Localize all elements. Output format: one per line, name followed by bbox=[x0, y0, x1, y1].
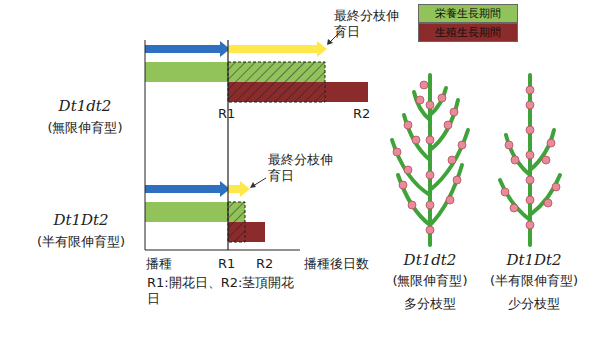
label: 播種 bbox=[146, 256, 186, 272]
legend-swatch: 栄養生長期間 bbox=[418, 4, 518, 23]
label: 最終分枝伸育日 bbox=[268, 152, 338, 184]
label: R1 bbox=[218, 256, 242, 272]
label: 多分枝型 bbox=[378, 296, 482, 312]
label: R1:開花日、R2:茎頂開花日 bbox=[147, 275, 297, 307]
label: Dt1Dt2 bbox=[478, 252, 590, 268]
label: (半有限伸育型) bbox=[478, 273, 590, 289]
legend-swatch: 生殖生長期間 bbox=[418, 23, 518, 42]
label: Dt1Dt2 bbox=[22, 212, 140, 228]
label: R2 bbox=[353, 106, 377, 122]
label: R1 bbox=[218, 106, 242, 122]
label: Dt1dt2 bbox=[378, 252, 482, 268]
label: 最終分枝伸育日 bbox=[334, 8, 404, 40]
label: 少分枝型 bbox=[478, 296, 590, 312]
legend-text: 生殖生長期間 bbox=[435, 26, 501, 39]
label: R2 bbox=[256, 256, 280, 272]
label: 播種後日数 bbox=[304, 256, 394, 272]
label: (無限伸育型) bbox=[378, 273, 482, 289]
label: (半有限伸育型) bbox=[22, 234, 140, 250]
legend-text: 栄養生長期間 bbox=[435, 7, 501, 20]
label: Dt1dt2 bbox=[30, 98, 140, 114]
label: (無限伸育型) bbox=[30, 120, 140, 136]
